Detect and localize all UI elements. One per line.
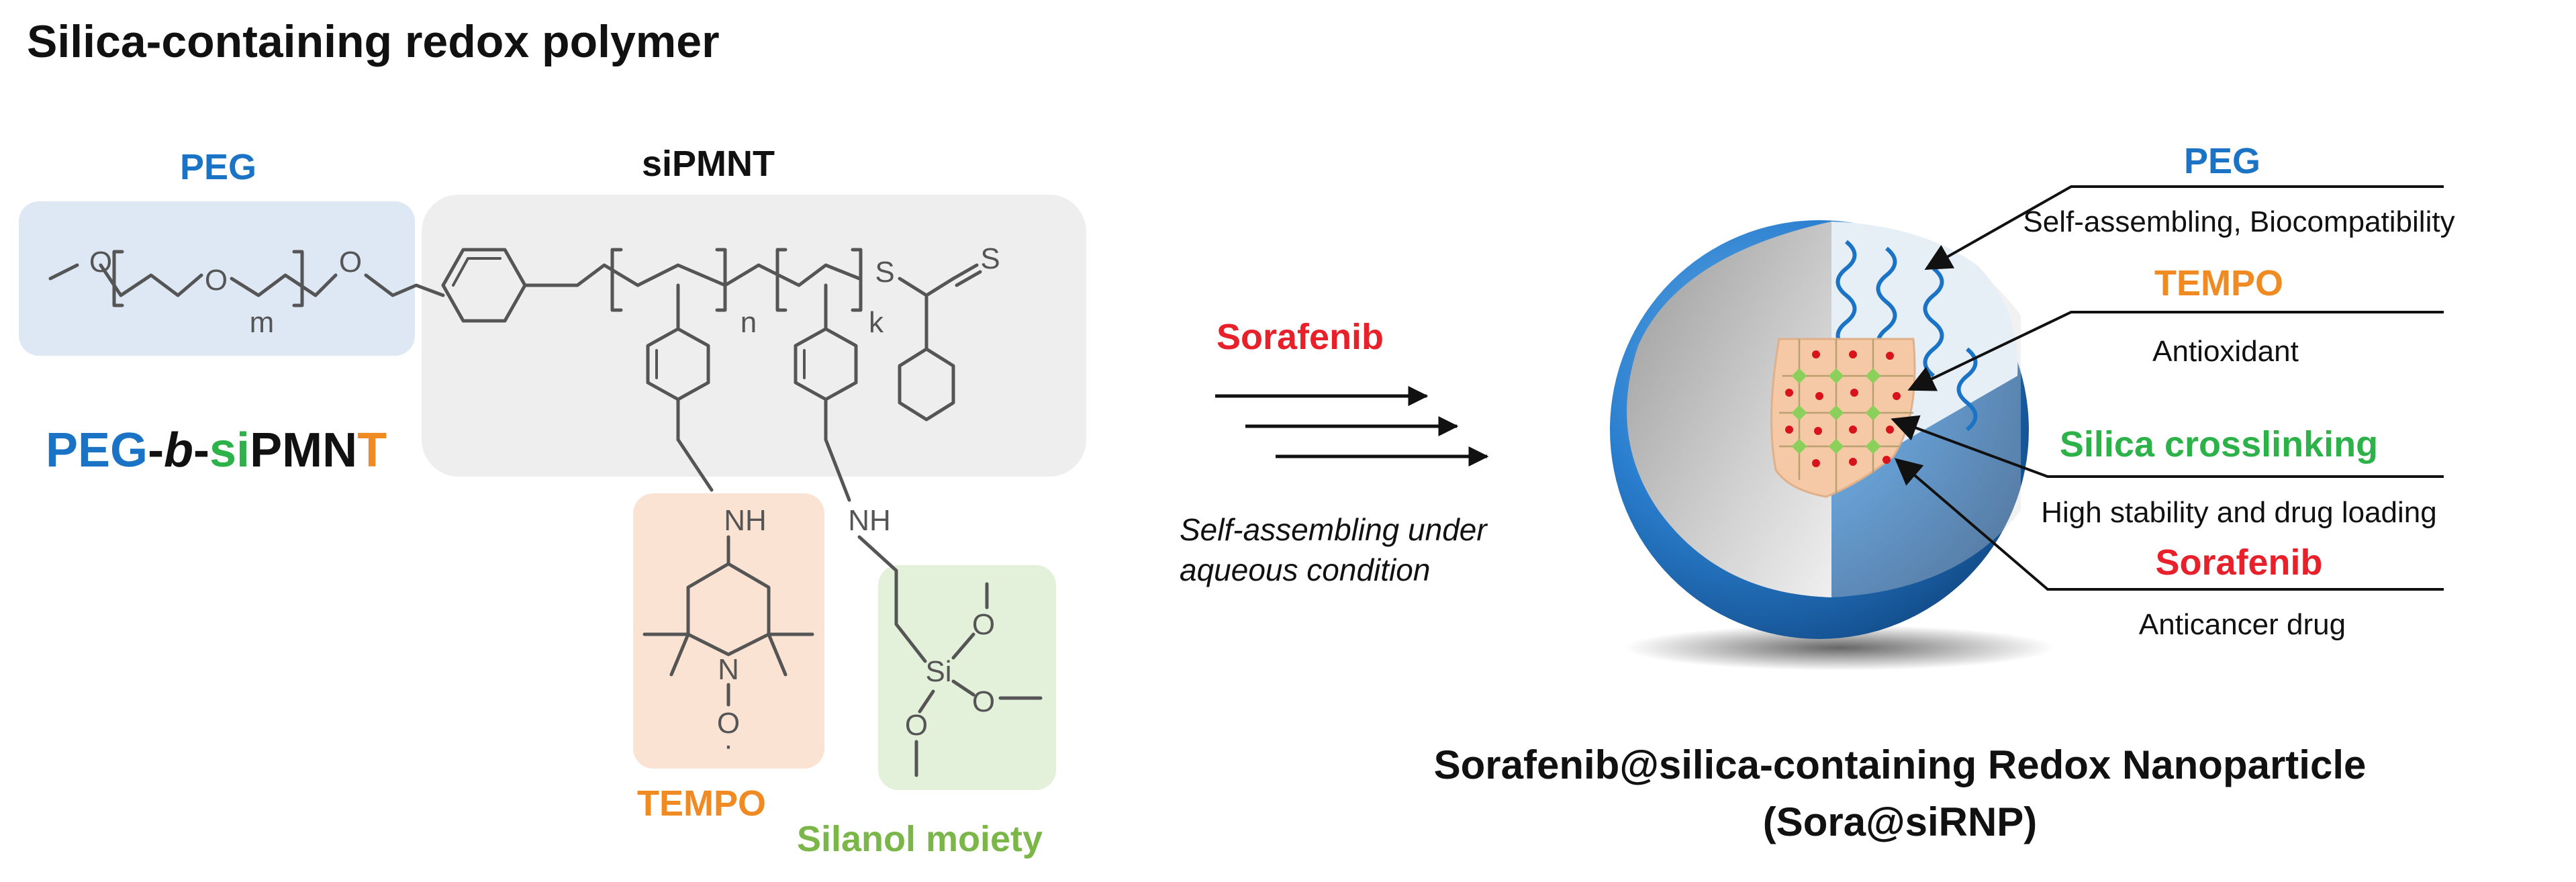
peg-bracket-left (112, 250, 124, 307)
nanoparticle-name-line-1: Sorafenib@silica-containing Redox Nanopa… (1434, 742, 2367, 787)
backbone-benzene-inner (452, 257, 502, 287)
atom-o-si-2: O (972, 685, 995, 718)
peg-label: PEG (180, 147, 256, 187)
thiocarbonyl-bond-1 (951, 263, 979, 281)
tempo-highlight-box (633, 493, 824, 769)
peg-chain-1 (1835, 240, 1857, 351)
callout-lines (1891, 185, 2444, 591)
atom-o-1: O (89, 246, 112, 279)
chemical-structure (48, 248, 1043, 777)
callout-sorafenib-title: Sorafenib (2155, 542, 2322, 583)
radical-dot: · (724, 729, 734, 762)
subscript-k: k (869, 306, 884, 339)
terminal-benzene-ring (898, 347, 955, 422)
self-assembly-arrows (1215, 386, 1489, 467)
peg-chain-bonds-2 (230, 273, 338, 297)
pendant-ch2-bond-1 (676, 438, 714, 492)
nanoparticle-illustration (1610, 220, 2054, 671)
tempo-methyls-left (642, 632, 690, 677)
callout-peg-title: PEG (2184, 141, 2260, 181)
shell-cutaway (1627, 222, 1831, 597)
subscript-m: m (250, 306, 275, 339)
core-region (1770, 338, 1916, 498)
silanol-highlight-box (878, 565, 1056, 790)
polymer-name: PEG-b-siPMNT (46, 424, 387, 477)
condition-line-1: Self-assembling under (1180, 512, 1488, 547)
thiocarbonyl-bond-2 (955, 270, 982, 287)
tempo-piperidine-ring (686, 562, 771, 656)
peg-chain-3 (1923, 266, 1944, 378)
particle-shadow (1625, 625, 2054, 671)
atom-o-si-1: O (972, 608, 995, 641)
pendant-ch2-bond-2 (824, 438, 851, 502)
silica-nodes (1791, 368, 1881, 454)
atom-o-si-3: O (905, 709, 928, 742)
tempo-methyls-right (767, 632, 814, 677)
callout-silica-desc: High stability and drug loading (2041, 496, 2437, 529)
sorafenib-process-label: Sorafenib (1217, 317, 1384, 357)
peg-bracket-right (292, 250, 304, 307)
propyl-chain (857, 535, 927, 663)
atom-s-1: S (875, 256, 894, 289)
sipmnt-label: siPMNT (642, 144, 775, 184)
callout-line-peg (1924, 185, 2444, 270)
atom-s-2: S (980, 242, 1000, 275)
callout-tempo-desc: Antioxidant (2152, 335, 2299, 368)
peg-chain-4 (1956, 347, 1978, 432)
callout-tempo-title: TEMPO (2154, 263, 2283, 303)
atom-o-3: O (339, 246, 362, 279)
k-bracket-right (851, 248, 863, 312)
silanol-label: Silanol moiety (797, 819, 1043, 859)
si-o-bond-2 (951, 679, 975, 697)
figure-title: Silica-containing redox polymer (27, 16, 720, 67)
atom-nh-2: NH (848, 504, 891, 537)
si-o-bond-3 (918, 689, 935, 714)
callout-line-tempo (1907, 311, 2444, 391)
k-bracket-left (775, 248, 788, 312)
peg-highlight-box (19, 201, 415, 356)
atom-o-2: O (205, 264, 228, 297)
sipmnt-highlight-box (422, 195, 1086, 477)
nanoparticle-name-line-2: (Sora@siRNP) (1763, 799, 2038, 844)
condition-line-2: aqueous condition (1180, 552, 1430, 587)
n-bracket-right (715, 248, 727, 312)
atom-o-radical: O (717, 707, 740, 740)
subscript-n: n (741, 306, 757, 339)
callout-silica-title: Silica crosslinking (2060, 424, 2378, 464)
atom-n: N (718, 653, 739, 686)
callout-line-silica (1891, 415, 2444, 478)
callout-line-sorafenib (1894, 458, 2444, 591)
n-bracket-left (610, 248, 623, 312)
atom-si: Si (925, 655, 951, 688)
callout-sorafenib-desc: Anticancer drug (2139, 608, 2346, 641)
atom-nh-1: NH (724, 504, 767, 537)
si-o-bond-1 (951, 632, 975, 660)
polymer-backbone (523, 263, 861, 287)
peg-methyl-bond (48, 263, 79, 281)
peg-chain-bonds-3 (364, 273, 445, 297)
sorafenib-dots (1785, 350, 1901, 467)
tempo-label: TEMPO (637, 783, 766, 824)
callout-peg-desc: Self-assembling, Biocompatibility (2023, 205, 2454, 238)
